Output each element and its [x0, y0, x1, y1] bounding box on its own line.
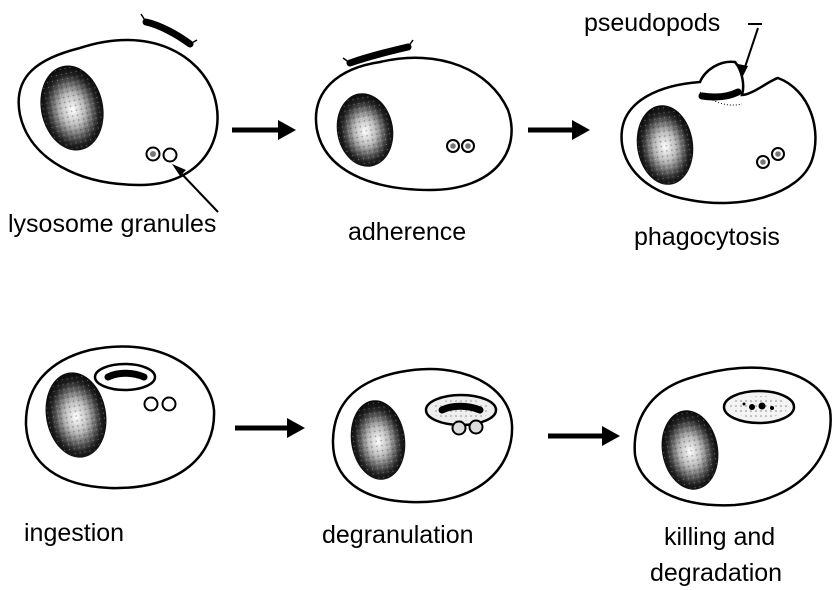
- lysosome-granule: [453, 422, 466, 435]
- label-lysosome-granules: lysosome granules: [8, 210, 216, 238]
- bacterium-free: [141, 14, 197, 44]
- degraded-fragment: [770, 406, 774, 410]
- label-pseudopods: pseudopods: [584, 9, 720, 37]
- lysosome-granule: [450, 143, 456, 149]
- label-adherence: adherence: [348, 218, 466, 246]
- degraded-fragment: [743, 403, 746, 406]
- lysosome-granule: [760, 159, 766, 165]
- lysosome-granule: [164, 149, 177, 162]
- process-arrow: [235, 418, 305, 438]
- stage-3-cell: [622, 62, 816, 203]
- label-phagocytosis: phagocytosis: [634, 223, 780, 251]
- label-degradation: degradation: [650, 559, 782, 587]
- label-degranulation: degranulation: [322, 521, 474, 549]
- process-arrow: [548, 426, 620, 446]
- stage-1-cell: [19, 40, 218, 185]
- degraded-fragment: [749, 404, 755, 410]
- lysosome-pointer-arrow: [172, 164, 218, 212]
- lysosome-granule: [145, 398, 158, 411]
- stage-6-cell: [635, 368, 831, 506]
- label-ingestion: ingestion: [24, 519, 124, 547]
- pseudopods-pointer: [738, 24, 762, 78]
- process-arrow: [528, 120, 590, 140]
- process-arrow: [232, 120, 296, 140]
- lysosome-granule: [470, 421, 483, 434]
- stage-4-cell: [26, 346, 214, 488]
- stage-2-cell: [316, 58, 512, 190]
- stage-5-cell: [333, 369, 512, 502]
- lysosome-granule: [150, 151, 156, 157]
- degraded-fragment: [759, 403, 766, 410]
- label-killing-and: killing and: [664, 523, 775, 551]
- lysosome-granule: [163, 398, 176, 411]
- lysosome-granule: [775, 151, 781, 157]
- lysosome-granule: [465, 143, 471, 149]
